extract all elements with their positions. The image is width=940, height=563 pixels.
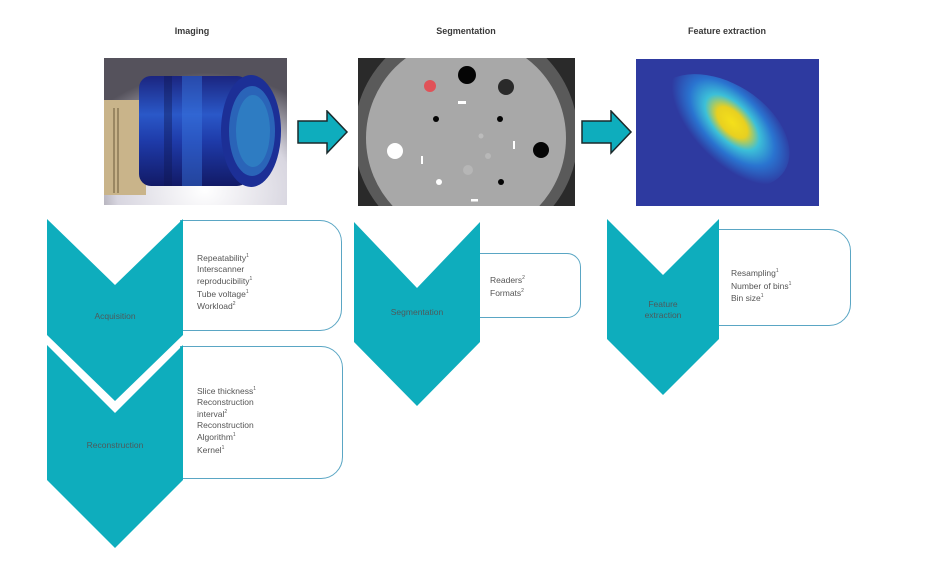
reconstruction-chevron <box>47 345 183 548</box>
detail-item: Number of bins1 <box>731 280 792 291</box>
ct-slice-segmentation <box>358 58 575 206</box>
reconstruction-details: Slice thickness1 Reconstruction interval… <box>197 384 256 455</box>
detail-item: Algorithm1 <box>197 432 236 442</box>
detail-item: Repeatability1 <box>197 253 249 263</box>
column-title-imaging: Imaging <box>174 26 210 36</box>
feature-extraction-label: Feature extraction <box>644 299 682 320</box>
right-arrow-icon <box>581 110 633 155</box>
detail-item: Resampling1 <box>731 268 779 278</box>
detail-item: Interscanner <box>197 263 245 274</box>
acquisition-label: Acquisition <box>94 311 136 321</box>
detail-item: reproducibility1 <box>197 276 253 286</box>
reconstruction-label: Reconstruction <box>86 440 144 450</box>
acquisition-details: Repeatability1 Interscanner reproducibil… <box>197 251 252 312</box>
detail-item: Bin size1 <box>731 293 764 303</box>
feature-extraction-details-box <box>716 229 851 326</box>
segmentation-details: Readers2 Formats2 <box>490 273 525 298</box>
segmentation-chevron <box>354 222 480 406</box>
feature-extraction-details: Resampling1 Number of bins1 Bin size1 <box>731 266 791 304</box>
detail-item: Workload2 <box>197 301 236 311</box>
detail-item: Tube voltage1 <box>197 288 249 299</box>
acquisition-details-box <box>180 220 342 331</box>
column-title-feature-extraction: Feature extraction <box>687 26 767 36</box>
segmentation-details-box <box>476 253 581 318</box>
detail-item: Formats2 <box>490 287 524 298</box>
feature-heatmap <box>636 59 819 206</box>
detail-item: Slice thickness1 <box>197 386 256 396</box>
detail-item: Kernel1 <box>197 444 225 455</box>
right-arrow-icon <box>297 110 349 155</box>
detail-item: interval2 <box>197 409 228 419</box>
acquisition-chevron <box>47 219 183 401</box>
detail-item: Readers2 <box>490 275 525 285</box>
reconstruction-details-box <box>180 346 343 479</box>
ct-phantom-photo <box>104 58 287 205</box>
feature-extraction-chevron <box>607 219 719 395</box>
detail-item: Reconstruction <box>197 419 254 430</box>
segmentation-label: Segmentation <box>390 307 444 317</box>
detail-item: Reconstruction <box>197 396 254 407</box>
column-title-segmentation: Segmentation <box>436 26 496 36</box>
